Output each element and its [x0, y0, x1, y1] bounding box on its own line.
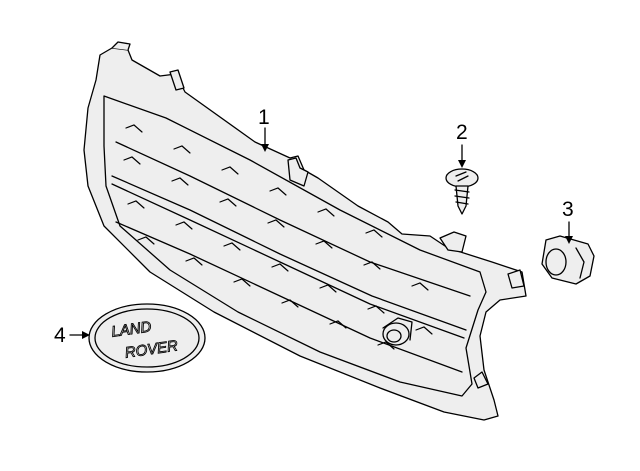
mesh-chevron: [365, 229, 383, 238]
mesh-chevron: [317, 208, 335, 217]
mesh-chevron: [267, 219, 285, 228]
emblem-part: LAND ROVER: [88, 303, 206, 373]
callout-label-3: 3: [562, 198, 574, 221]
mesh-chevron: [329, 320, 347, 329]
grille-part: [83, 41, 527, 421]
mesh-chevron: [171, 177, 189, 186]
callout-4: 4: [54, 324, 90, 347]
mesh-chevron: [137, 236, 155, 245]
screw-part: [445, 168, 479, 215]
grille-mesh-pattern: [123, 124, 433, 350]
callout-arrow-3: [565, 236, 573, 244]
mesh-chevron: [173, 145, 191, 154]
callout-arrow-2: [458, 160, 466, 168]
mesh-chevron: [363, 261, 381, 270]
badge-text-land: LAND: [110, 318, 152, 340]
mesh-chevron: [319, 284, 337, 293]
mesh-chevron: [315, 240, 333, 249]
callout-label-2: 2: [456, 121, 468, 144]
mesh-chevron: [367, 305, 385, 314]
callout-label-1: 1: [258, 106, 270, 129]
mesh-chevron: [221, 166, 239, 175]
mesh-chevron: [219, 198, 237, 207]
clip-part: [541, 235, 595, 285]
mesh-chevron: [125, 124, 143, 133]
mesh-chevron: [175, 221, 193, 230]
mesh-chevron: [127, 200, 145, 209]
callout-arrow-1: [261, 144, 269, 152]
mesh-chevron: [411, 282, 429, 291]
mesh-chevron: [269, 187, 287, 196]
mesh-chevron: [415, 326, 433, 335]
callout-2: 2: [456, 121, 468, 168]
callout-label-4: 4: [54, 324, 66, 347]
mesh-chevron: [185, 257, 203, 266]
callout-arrow-4: [82, 331, 90, 339]
callout-3: 3: [562, 198, 574, 244]
mesh-chevron: [271, 263, 289, 272]
callout-1: 1: [258, 106, 270, 152]
mesh-chevron: [233, 278, 251, 287]
mesh-chevron: [123, 156, 141, 165]
mesh-chevron: [223, 242, 241, 251]
mesh-chevron: [281, 299, 299, 308]
mesh-chevron: [377, 341, 395, 350]
